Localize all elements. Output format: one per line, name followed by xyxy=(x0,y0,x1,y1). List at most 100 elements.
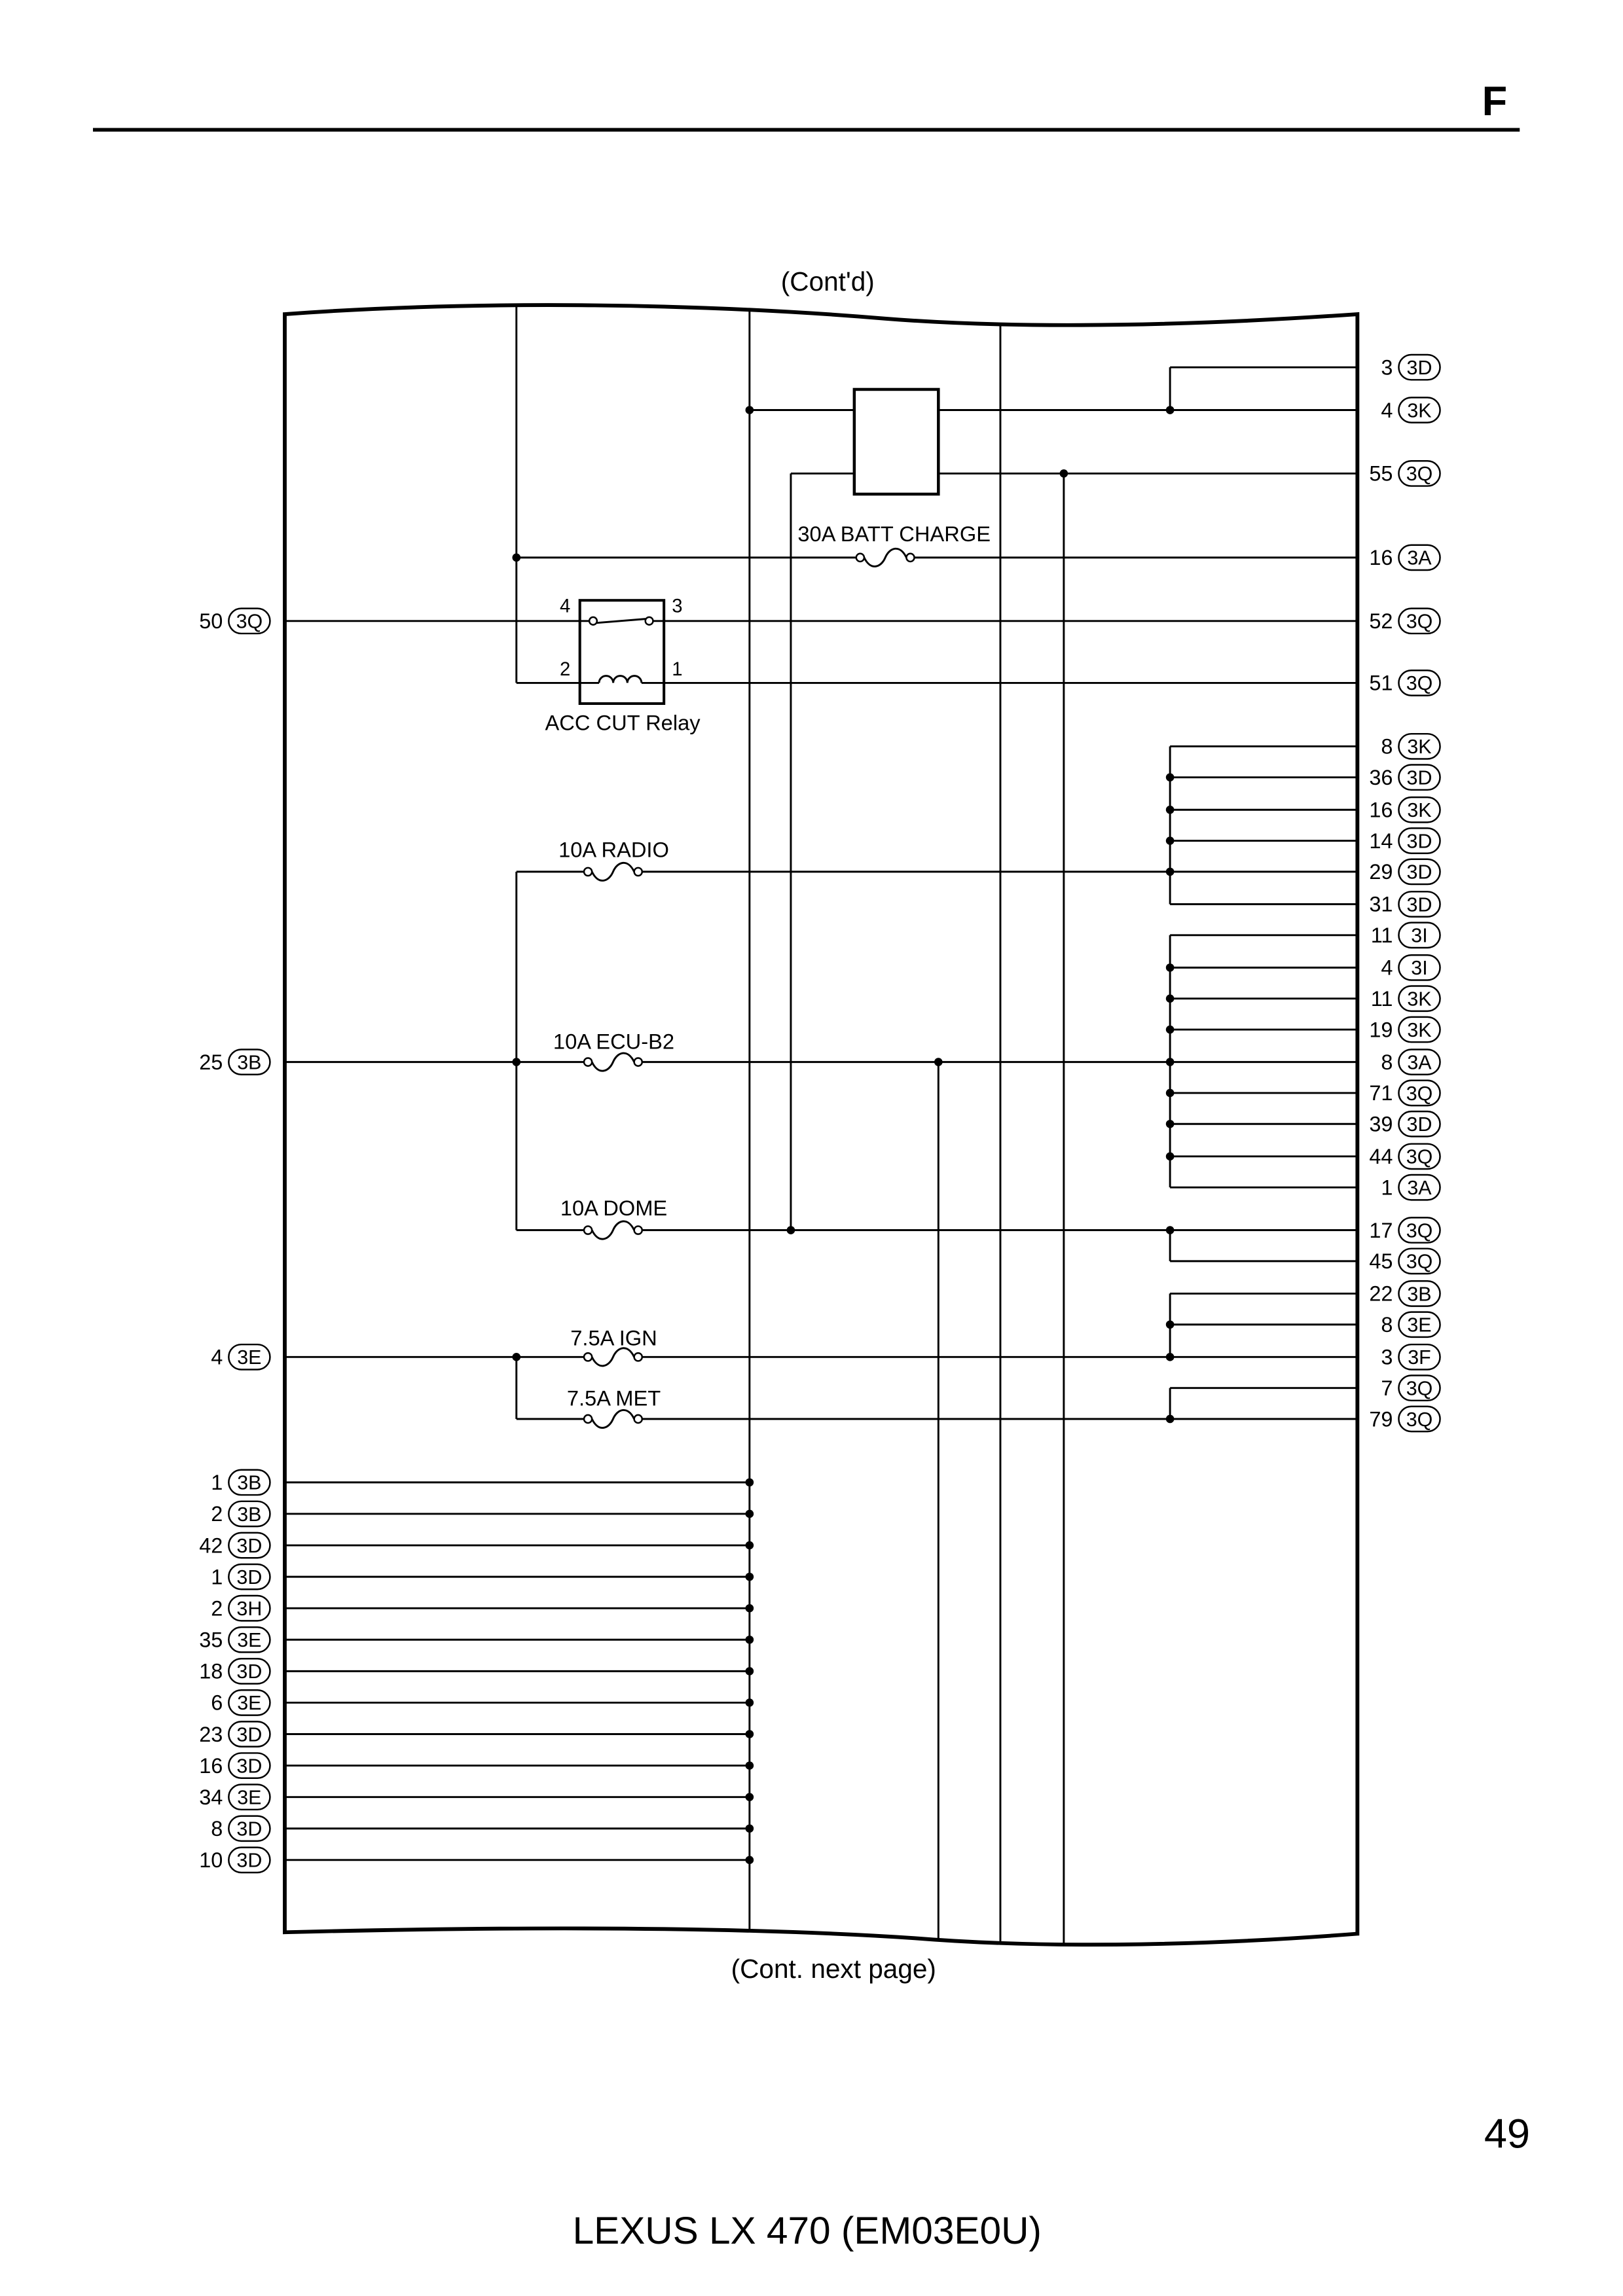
connector-badge xyxy=(228,607,271,635)
terminal-pin-number: 3 xyxy=(1381,1346,1393,1369)
relay-switch-arm xyxy=(596,618,646,624)
connector-code: 3E xyxy=(237,1692,261,1714)
terminal-right: 29 3D xyxy=(1369,858,1441,886)
connector-badge xyxy=(228,1532,271,1559)
junction-dot xyxy=(512,1058,521,1066)
connector-code: 3B xyxy=(237,1472,261,1494)
fuse-element xyxy=(591,861,635,882)
connector-code: 3D xyxy=(236,1535,262,1557)
terminal-pin-number: 6 xyxy=(211,1691,223,1715)
terminal-pin-number: 44 xyxy=(1369,1145,1393,1168)
connector-code: 3Q xyxy=(236,611,263,633)
fuse-label-met: 7.5A MET xyxy=(567,1386,661,1410)
connector-code: 3A xyxy=(1407,1177,1432,1199)
junction-dot xyxy=(1165,963,1175,972)
connector-badge xyxy=(228,1563,271,1590)
connector-badge xyxy=(1398,1143,1441,1170)
terminal-pin-number: 50 xyxy=(199,609,223,633)
connector-badge xyxy=(228,1752,271,1779)
junction-dot xyxy=(1165,1320,1175,1329)
fuse-terminal xyxy=(583,867,593,877)
junction-dot xyxy=(1165,773,1175,781)
terminal-pin-number: 29 xyxy=(1369,860,1393,884)
fuse-terminal xyxy=(633,867,644,877)
connector-badge xyxy=(1398,607,1441,635)
junction-dot xyxy=(786,1226,795,1234)
terminal-pin-number: 35 xyxy=(199,1628,223,1652)
connector-badge xyxy=(1398,1049,1441,1076)
terminal-pin-number: 79 xyxy=(1369,1407,1393,1431)
connector-badge xyxy=(1398,1343,1441,1371)
terminal-pin-number: 1 xyxy=(211,1471,223,1494)
connector-code: 3B xyxy=(237,1051,261,1073)
connector-badge xyxy=(228,1343,271,1371)
junction-dot xyxy=(1165,836,1175,845)
fuse-element xyxy=(591,1347,635,1367)
junction-dot xyxy=(745,1793,754,1801)
terminal-pin-number: 52 xyxy=(1369,609,1393,633)
terminal-right: 8 3A xyxy=(1381,1049,1441,1076)
terminal-pin-number: 42 xyxy=(199,1534,223,1557)
connector-badge xyxy=(1398,827,1441,854)
terminal-pin-number: 8 xyxy=(1381,735,1393,759)
junction-dot xyxy=(1165,994,1175,1003)
connector-badge xyxy=(1398,1016,1441,1043)
fuse-terminal xyxy=(583,1057,593,1067)
relay-contact xyxy=(644,616,654,626)
connector-code: 3A xyxy=(1407,1051,1432,1073)
connector-badge xyxy=(228,1657,271,1685)
connector-badge xyxy=(228,1721,271,1748)
fuse-label-ign: 7.5A IGN xyxy=(570,1325,657,1350)
terminal-pin-number: 8 xyxy=(1381,1313,1393,1336)
terminal-pin-number: 31 xyxy=(1369,893,1393,916)
fuse-label-dome: 10A DOME xyxy=(560,1196,667,1220)
terminal-pin-number: 14 xyxy=(1369,829,1393,853)
junction-dot xyxy=(745,1604,754,1613)
terminal-pin-number: 55 xyxy=(1369,462,1393,486)
connector-code: 3D xyxy=(1407,861,1432,884)
connector-code: 3K xyxy=(1407,399,1431,422)
fuse-element xyxy=(591,1220,635,1240)
connector-code: 3Q xyxy=(1406,1219,1433,1242)
terminal-pin-number: 16 xyxy=(199,1754,223,1778)
junction-dot xyxy=(745,1698,754,1707)
connector-badge xyxy=(1398,353,1441,381)
junction-dot xyxy=(1165,1088,1175,1098)
connector-code: 3K xyxy=(1407,799,1431,821)
relay-pin-1: 1 xyxy=(672,658,682,680)
connector-code: 3K xyxy=(1407,1019,1431,1041)
junction-dot xyxy=(745,1572,754,1581)
fuse-terminal xyxy=(633,1352,644,1362)
terminal-pin-number: 8 xyxy=(1381,1050,1393,1074)
fuse-10a-radio xyxy=(583,861,644,882)
connector-code: 3B xyxy=(1407,1283,1431,1305)
relay-label: ACC CUT Relay xyxy=(545,711,701,735)
fuse-terminal xyxy=(633,1414,644,1424)
fuses xyxy=(583,547,915,1429)
terminal-pin-number: 16 xyxy=(1369,798,1393,822)
junction-dot xyxy=(745,1635,754,1644)
terminal-pin-number: 11 xyxy=(1371,987,1393,1011)
connector-badge xyxy=(1398,732,1441,760)
fuse-terminal xyxy=(633,1057,644,1067)
terminal-pin-number: 16 xyxy=(1369,546,1393,569)
junction-dot xyxy=(745,1478,754,1487)
connector-badge xyxy=(1398,891,1441,918)
connector-badge xyxy=(228,1815,271,1842)
terminal-pin-number: 8 xyxy=(211,1817,223,1840)
connector-badge xyxy=(1398,985,1441,1013)
terminal-pin-number: 4 xyxy=(211,1346,223,1369)
